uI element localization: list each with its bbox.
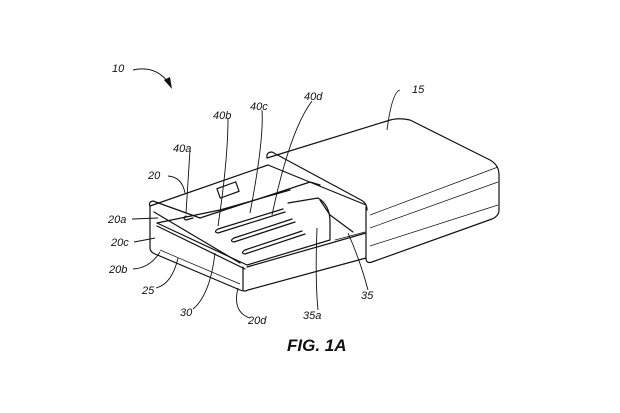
label-40b: 40b (213, 110, 231, 122)
label-25: 25 (141, 285, 155, 297)
tongue (156, 189, 366, 270)
leader-lines (131, 89, 401, 319)
label-30: 30 (180, 307, 193, 319)
assembly-arrow (132, 68, 169, 83)
contacts (183, 208, 306, 255)
label-20c: 20c (110, 237, 129, 249)
housing-body (266, 118, 500, 264)
label-10: 10 (112, 63, 125, 75)
label-40a: 40a (173, 143, 191, 155)
label-20d: 20d (247, 315, 267, 327)
label-35: 35 (361, 290, 374, 302)
label-20: 20 (147, 170, 161, 182)
arrowhead-icon (164, 77, 172, 89)
figure-caption: FIG. 1A (287, 336, 347, 355)
label-40d: 40d (304, 91, 323, 103)
label-20b: 20b (108, 264, 127, 276)
label-15: 15 (412, 84, 425, 96)
label-40c: 40c (250, 101, 268, 113)
label-35a: 35a (303, 310, 321, 322)
label-20a: 20a (107, 214, 126, 226)
